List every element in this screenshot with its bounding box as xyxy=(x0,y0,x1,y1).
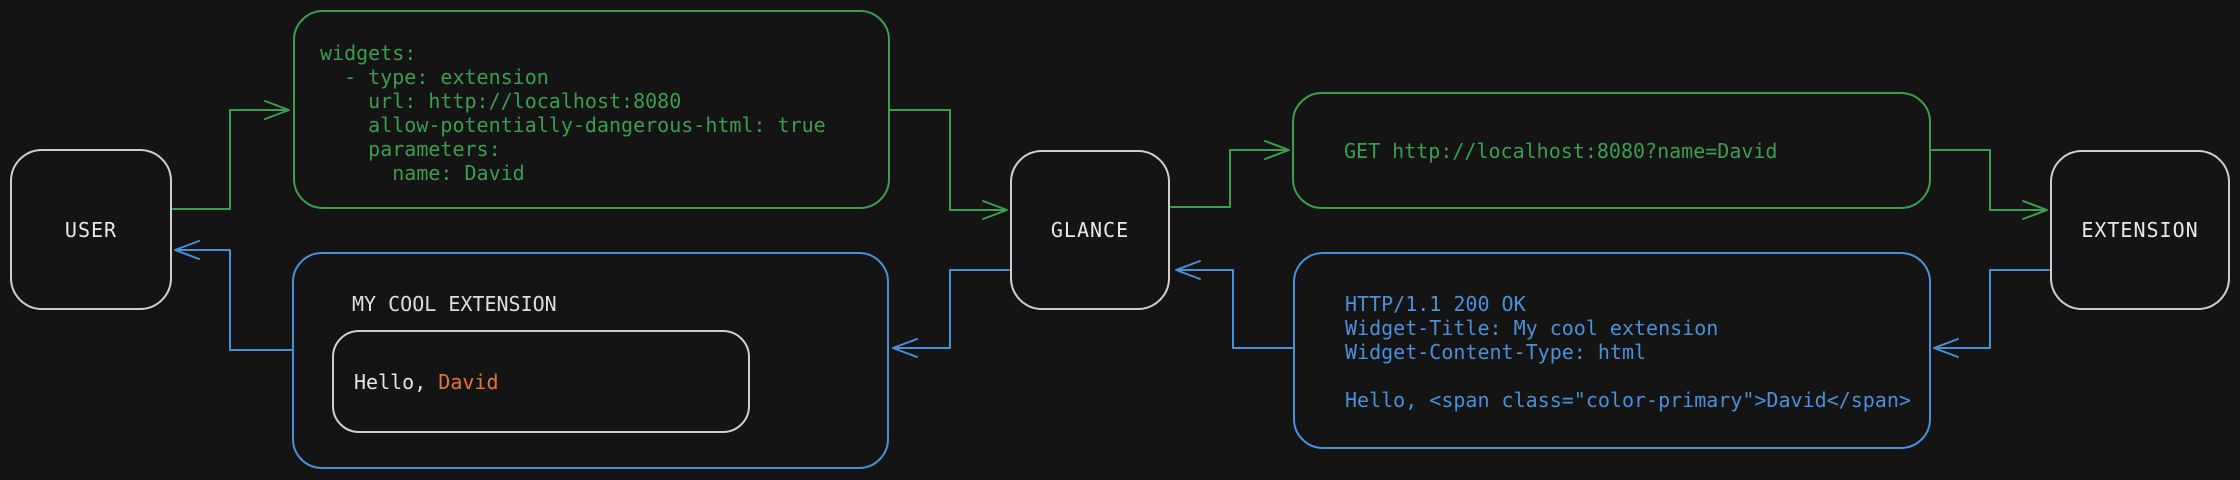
arrow-request-to-extension xyxy=(1931,149,2048,220)
arrow-glance-to-render xyxy=(892,269,1010,358)
node-extension-label: EXTENSION xyxy=(2081,218,2199,242)
http-request-box: GET http://localhost:8080?name=David xyxy=(1292,92,1931,209)
node-glance: GLANCE xyxy=(1010,150,1170,310)
rendered-widget-box: MY COOL EXTENSION Hello, David xyxy=(292,252,889,469)
node-user: USER xyxy=(10,149,172,310)
arrow-glance-to-request xyxy=(1170,140,1290,208)
http-request-line: GET http://localhost:8080?name=David xyxy=(1344,138,1778,163)
widget-config-yaml: widgets: - type: extension url: http://l… xyxy=(320,41,826,185)
node-user-label: USER xyxy=(64,217,118,242)
rendered-output-box: Hello, David xyxy=(332,330,750,433)
arrow-response-to-glance xyxy=(1175,260,1293,349)
node-glance-label: GLANCE xyxy=(1050,218,1130,242)
http-response-box: HTTP/1.1 200 OK Widget-Title: My cool ex… xyxy=(1293,252,1931,449)
node-extension: EXTENSION xyxy=(2050,150,2230,310)
http-response-text: HTTP/1.1 200 OK Widget-Title: My cool ex… xyxy=(1345,292,1911,412)
arrow-user-to-config xyxy=(172,100,290,210)
arrow-render-to-user xyxy=(174,240,292,351)
greeting-prefix: Hello, xyxy=(354,369,439,394)
arrow-config-to-glance xyxy=(889,109,1008,220)
widget-config-box: widgets: - type: extension url: http://l… xyxy=(293,10,890,209)
greeting-name: David xyxy=(438,369,499,394)
arrow-extension-to-response xyxy=(1933,269,2050,358)
rendered-widget-title: MY COOL EXTENSION xyxy=(352,292,557,316)
